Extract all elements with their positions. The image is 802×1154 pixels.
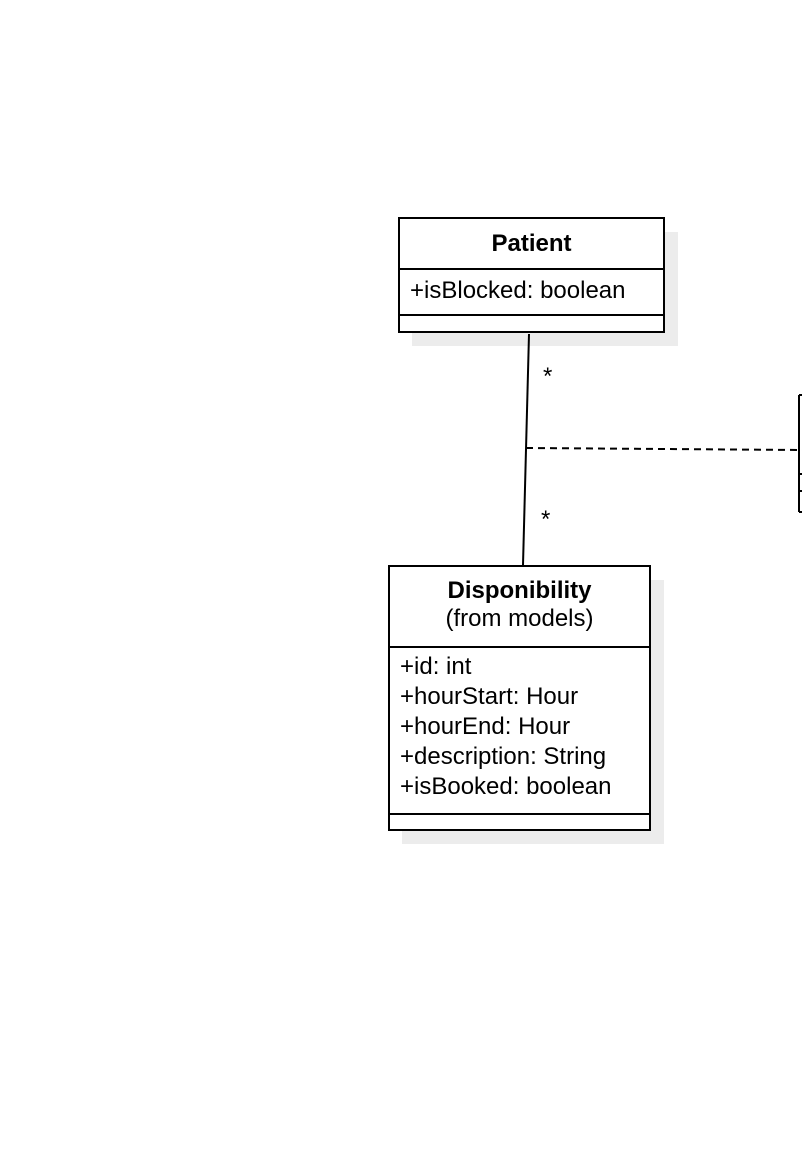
disponibility-class[interactable]: Disponibility (from models) +id: int +ho… <box>388 565 651 831</box>
disponibility-class-header: Disponibility (from models) <box>390 567 649 648</box>
patient-attribute: +isBlocked: boolean <box>410 277 626 304</box>
multiplicity-bottom: * <box>541 506 551 533</box>
association-class-dashed-link <box>525 447 802 451</box>
disponibility-attribute: +id: int <box>400 653 472 680</box>
disponibility-attribute: +hourEnd: Hour <box>400 713 571 740</box>
disponibility-operations <box>390 815 649 829</box>
disponibility-attributes: +id: int +hourStart: Hour +hourEnd: Hour… <box>390 648 649 815</box>
patient-class[interactable]: Patient +isBlocked: boolean <box>398 217 665 333</box>
disponibility-attribute: +hourStart: Hour <box>400 683 579 710</box>
disponibility-attribute: +isBooked: boolean <box>400 773 612 800</box>
disponibility-attribute: +description: String <box>400 743 607 770</box>
association-line <box>522 333 530 566</box>
disponibility-class-package: (from models) <box>445 605 594 632</box>
patient-operations <box>400 316 663 331</box>
patient-class-header: Patient <box>400 219 663 270</box>
disponibility-class-name: Disponibility <box>447 577 592 604</box>
multiplicity-top: * <box>543 363 553 390</box>
patient-attributes: +isBlocked: boolean <box>400 270 663 316</box>
patient-class-name: Patient <box>491 230 572 257</box>
